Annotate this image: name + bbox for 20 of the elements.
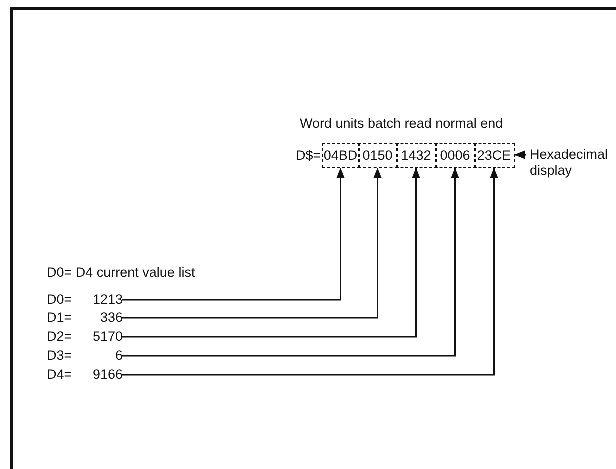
register-value: D3= 6 — [47, 347, 123, 365]
leader-arrow — [122, 168, 345, 301]
leader-arrow — [122, 168, 382, 319]
hex-value-cell: 0150 — [358, 143, 398, 168]
register-value: D2= 5170 — [47, 328, 123, 346]
list-heading: D0= D4 current value list — [47, 265, 196, 280]
title: Word units batch read normal end — [300, 116, 504, 131]
hex-value-cell: 23CE — [474, 143, 514, 168]
register-value: D1= 336 — [47, 309, 123, 327]
register-label: D$= — [296, 148, 322, 163]
hex-value-cell: 0006 — [435, 143, 476, 168]
leader-arrow — [122, 168, 498, 376]
leader-arrow — [122, 168, 420, 338]
register-value: D0= 1213 — [47, 291, 123, 309]
register-value: D4= 9166 — [47, 366, 123, 384]
annotation-text: Hexadecimal display — [526, 147, 608, 181]
arrow — [514, 150, 526, 160]
hex-value-cell: 04BD — [322, 143, 360, 168]
leader-arrow — [122, 168, 460, 357]
hex-value-cell: 1432 — [396, 143, 436, 168]
